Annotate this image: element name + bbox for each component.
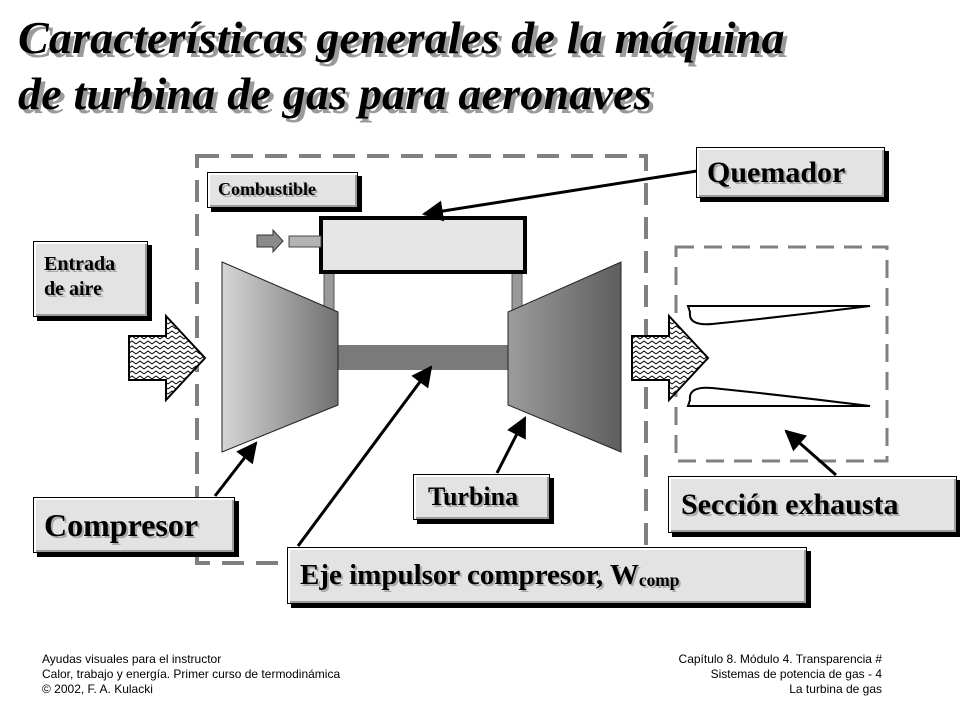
exhaust-leader-arrow	[784, 429, 837, 477]
title-line-1: Características generales de la máquina	[18, 12, 785, 63]
entrada-de-aire-label: Entrada de aire	[33, 241, 148, 317]
compresor-label: Compresor	[33, 497, 235, 553]
burner-support-left	[323, 271, 335, 313]
w-comp-subscript: comp	[638, 570, 680, 590]
compresor-leader-arrow	[213, 441, 258, 497]
burner	[319, 216, 527, 274]
nozzle-lower-icon	[686, 386, 871, 407]
turbina-label: Turbina	[413, 474, 550, 520]
air-intake-arrow-icon	[128, 313, 207, 403]
exhaust-boundary	[674, 245, 889, 463]
drive-shaft	[338, 345, 510, 370]
title-line-2: de turbina de gas para aeronaves	[18, 68, 652, 119]
eje-impulsor-label: Eje impulsor compresor, Wcomp	[287, 547, 807, 604]
footer-right: Capítulo 8. Módulo 4. Transparencia # Si…	[678, 652, 882, 696]
combustible-label: Combustible	[207, 172, 358, 208]
seccion-exhausta-label: Sección exhausta	[668, 476, 957, 533]
quemador-leader-arrow	[421, 169, 698, 222]
fuel-pipe	[288, 235, 322, 248]
compressor	[221, 261, 339, 453]
turbine	[507, 261, 622, 453]
fuel-arrow-icon	[256, 228, 284, 254]
eje-leader-arrow	[296, 365, 433, 547]
turbina-leader-arrow	[495, 416, 527, 474]
exhaust-arrow-icon	[631, 313, 710, 403]
slide-title: Características generales de la máquina …	[18, 10, 948, 122]
footer-left: Ayudas visuales para el instructor Calor…	[42, 652, 341, 696]
quemador-label: Quemador	[696, 147, 885, 198]
nozzle-upper-icon	[686, 305, 871, 326]
